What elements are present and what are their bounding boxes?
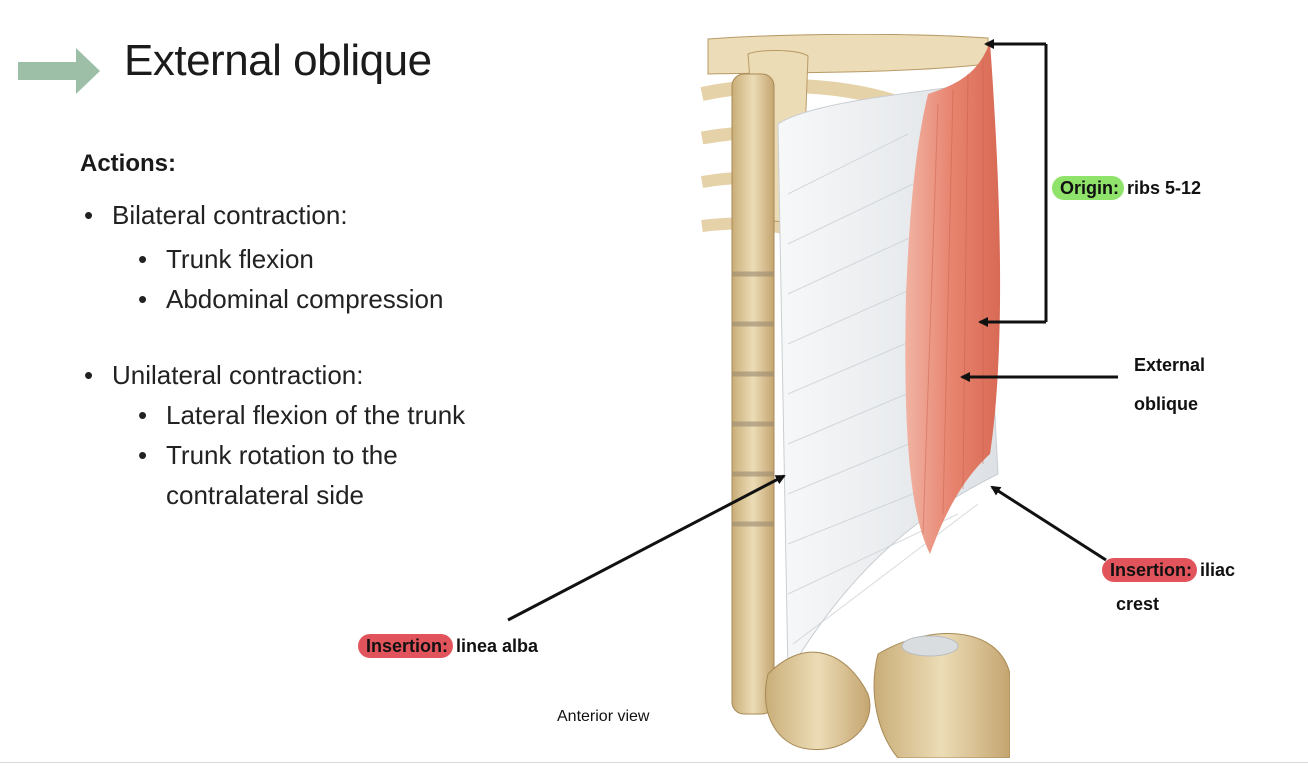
insertion-tag: Insertion: (1102, 558, 1198, 582)
origin-tag: Origin: (1052, 176, 1124, 200)
bullet-trunk-flexion: • Trunk flexion (138, 244, 314, 275)
bullet-dot: • (138, 400, 148, 430)
bullet-trunk-rotation-cont: contralateral side (166, 480, 364, 510)
bullet-dot: • (138, 244, 148, 274)
bullet-text: Trunk rotation to the (166, 440, 398, 470)
insertion-iliac-text: iliac (1200, 560, 1236, 580)
bullet-bilateral: • Bilateral contraction: (84, 200, 348, 231)
muscle-label-line2: oblique (1134, 394, 1198, 414)
bullet-text: Bilateral contraction: (112, 200, 348, 230)
bullet-text: Unilateral contraction: (112, 360, 364, 390)
origin-label: Origin:ribs 5-12 (1052, 176, 1201, 200)
bullet-dot: • (84, 360, 94, 390)
insertion-iliac-label: Insertion:iliac (1102, 558, 1235, 582)
bullet-unilateral: • Unilateral contraction: (84, 360, 363, 391)
figure-caption: Anterior view (557, 708, 650, 725)
muscle-label-line1: External (1134, 355, 1206, 375)
origin-text: ribs 5-12 (1127, 178, 1202, 198)
actions-heading: Actions: (80, 150, 176, 177)
arrow-right-icon (18, 48, 100, 94)
anatomy-illustration (700, 34, 1010, 758)
bullet-text: Abdominal compression (166, 284, 444, 314)
bullet-dot: • (84, 200, 94, 230)
bullet-trunk-rotation: • Trunk rotation to the (138, 440, 398, 471)
insertion-iliac-label-line2: crest (1116, 594, 1160, 614)
bullet-text: Lateral flexion of the trunk (166, 400, 466, 430)
slide-title: External oblique (124, 36, 432, 85)
bullet-lateral-flexion: • Lateral flexion of the trunk (138, 400, 465, 431)
insertion-linea-text: linea alba (456, 636, 539, 656)
bullet-text: Trunk flexion (166, 244, 314, 274)
insertion-tag: Insertion: (358, 634, 454, 658)
bullet-dot: • (138, 440, 148, 470)
bullet-abdominal-compression: • Abdominal compression (138, 284, 443, 315)
bottom-divider (0, 762, 1308, 763)
bullet-dot: • (138, 284, 148, 314)
insertion-linea-label: Insertion:linea alba (358, 634, 538, 658)
